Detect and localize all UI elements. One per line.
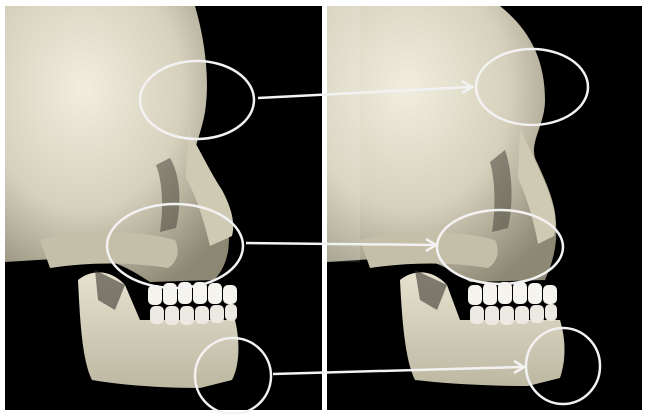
left-panel xyxy=(5,6,322,410)
right-skull-forehead-shade xyxy=(327,6,360,262)
